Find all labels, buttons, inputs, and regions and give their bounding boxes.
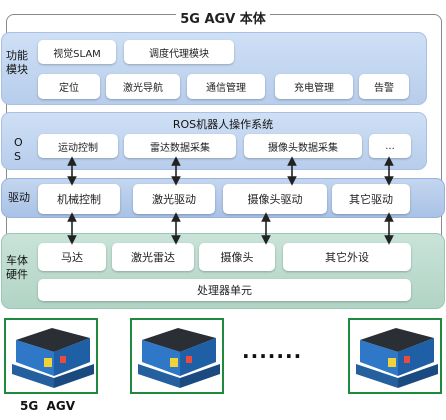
function-box-charging: 充电管理	[275, 74, 353, 99]
function-box-visual-slam: 视觉SLAM	[38, 40, 116, 64]
os-layer-title: ROS机器人操作系统	[172, 118, 274, 131]
os-box-ellipsis: ...	[369, 134, 411, 158]
agv-ellipsis: ·······	[242, 344, 303, 368]
function-box-communication: 通信管理	[187, 74, 265, 99]
agv-robot-icon	[4, 318, 98, 394]
os-box-radar-data: 雷达数据采集	[124, 134, 236, 158]
agv-robot-icon	[348, 318, 442, 394]
function-box-dispatch-agent: 调度代理模块	[124, 40, 234, 64]
hardware-box-camera: 摄像头	[199, 243, 275, 271]
hardware-box-lidar: 激光雷达	[112, 243, 194, 271]
driver-box-camera: 摄像头驱动	[223, 184, 327, 214]
driver-box-laser: 激光驱动	[133, 184, 215, 214]
agv-caption: 5G AGV	[20, 399, 75, 413]
os-box-camera-data: 摄像头数据采集	[244, 134, 362, 158]
driver-box-other: 其它驱动	[332, 184, 410, 214]
hardware-box-processor: 处理器单元	[38, 279, 411, 301]
driver-layer-label: 驱动	[8, 191, 30, 204]
function-layer-label: 功能 模块	[6, 49, 28, 76]
hardware-layer-label: 车体 硬件	[6, 254, 28, 281]
function-box-laser-navigation: 激光导航	[106, 74, 180, 99]
function-box-alarm: 告警	[359, 74, 409, 99]
function-box-localization: 定位	[38, 74, 100, 99]
hardware-box-other-peripherals: 其它外设	[283, 243, 411, 271]
os-layer-label: O S	[14, 136, 23, 163]
driver-box-mechanical: 机械控制	[38, 184, 120, 214]
hardware-box-motor: 马达	[38, 243, 106, 271]
diagram-title: 5G AGV 本体	[0, 8, 446, 27]
os-box-motion-control: 运动控制	[38, 134, 118, 158]
agv-robot-icon	[130, 318, 224, 394]
